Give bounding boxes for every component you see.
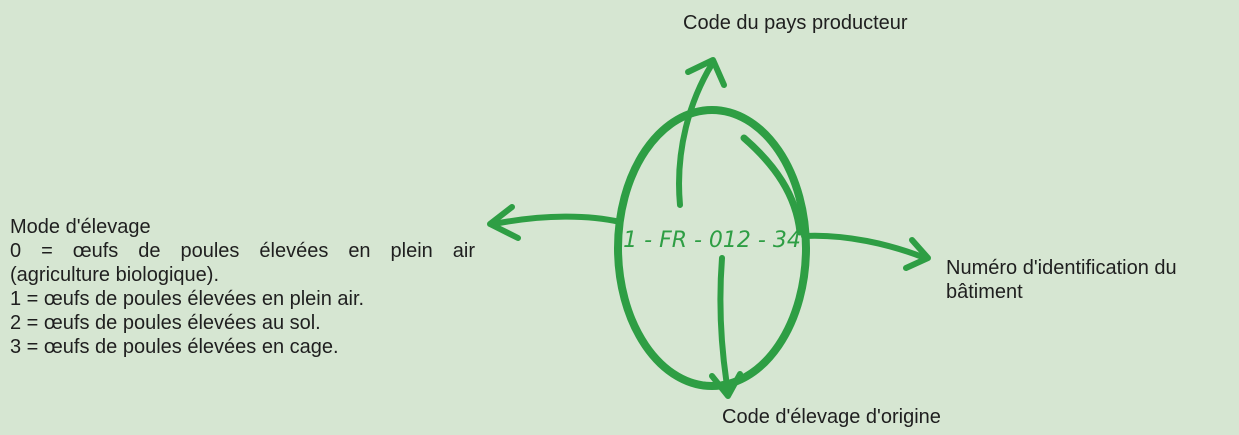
egg-outline xyxy=(614,106,810,390)
origin-farm-label: Code d'élevage d'origine xyxy=(722,406,941,428)
rearing-mode-block: Mode d'élevage 0 = œufs de poules élevée… xyxy=(10,215,475,359)
producer-country-label: Code du pays producteur xyxy=(683,12,908,34)
arrowhead-producer-country xyxy=(685,57,727,88)
rearing-mode-item: 0 = œufs de poules élevées en plein air xyxy=(10,240,475,262)
arrow-to-rearing-mode xyxy=(491,213,623,227)
egg-highlight-stroke xyxy=(740,134,804,236)
rearing-mode-item: 3 = œufs de poules élevées en cage. xyxy=(10,336,339,358)
arrow-to-producer-country xyxy=(676,61,715,208)
rearing-mode-item: 2 = œufs de poules élevées au sol. xyxy=(10,312,321,334)
arrow-to-building-id xyxy=(801,232,928,261)
rearing-mode-item: (agriculture biologique). xyxy=(10,264,220,286)
arrowhead-building-id xyxy=(903,237,931,271)
arrow-to-origin-farm xyxy=(717,255,731,395)
egg-stamp-code: 1 - FR - 012 - 34 xyxy=(623,228,801,253)
arrowhead-origin-farm xyxy=(709,371,743,399)
building-id-label: Numéro d'identification du bâtiment xyxy=(946,257,1177,303)
rearing-mode-title: Mode d'élevage xyxy=(10,216,151,238)
rearing-mode-item: 1 = œufs de poules élevées en plein air. xyxy=(10,288,365,310)
arrowhead-rearing-mode xyxy=(487,204,521,241)
